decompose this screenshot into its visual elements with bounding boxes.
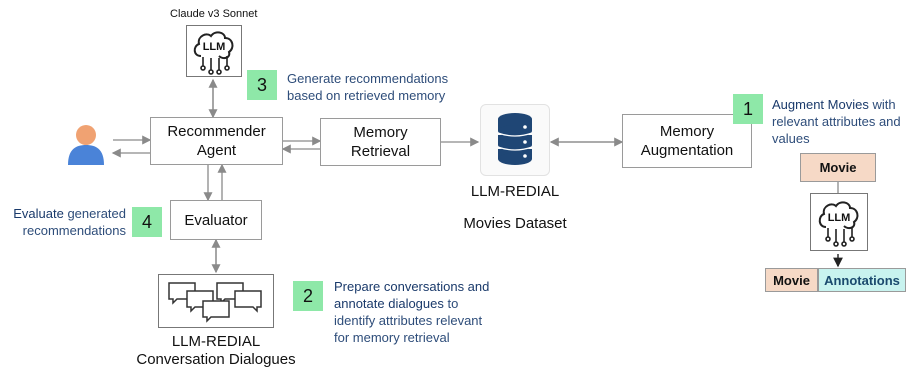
step-2-line2: annotate dialogues to	[334, 295, 489, 312]
step-1-highlight: Augment Movies	[772, 97, 869, 112]
step-2-highlight: Prepare conversations and	[334, 279, 490, 294]
step-1-badge: 1	[733, 94, 763, 124]
memory-augmentation-line1: Memory	[659, 123, 715, 140]
database-icon	[480, 104, 550, 176]
svg-text:LLM: LLM	[828, 212, 851, 224]
step-2-line4: for memory retrieval	[334, 330, 450, 345]
memory-retrieval-box[interactable]: Memory Retrieval	[320, 118, 441, 166]
output-movie-tag: Movie	[765, 268, 818, 292]
step-2-line2-highlight: annotate dialogues	[334, 296, 444, 311]
step-1-line1: Augment Movies with	[772, 96, 901, 113]
step-1-line3: values	[772, 131, 810, 146]
model-name-label: Claude v3 Sonnet	[170, 8, 258, 20]
llm-brain-icon: LLM	[186, 25, 242, 77]
movie-input-tag: Movie	[800, 153, 876, 182]
dataset-subtitle: Movies Dataset	[463, 215, 567, 232]
memory-retrieval-line1: Memory	[353, 124, 408, 141]
evaluator-label: Evaluator	[184, 211, 248, 229]
memory-retrieval-line2: Retrieval	[350, 143, 411, 160]
memory-augmentation-box[interactable]: Memory Augmentation	[622, 114, 752, 168]
step-2-line1: Prepare conversations and	[334, 278, 489, 295]
step-1-rest: with	[868, 97, 896, 112]
output-annotations-tag: Annotations	[818, 268, 906, 292]
step-1-note: Augment Movies with relevant attributes …	[772, 96, 901, 147]
dialogues-subtitle: Conversation Dialogues	[136, 351, 296, 368]
step-3-badge: 3	[247, 70, 277, 100]
step-2-badge: 2	[293, 281, 323, 311]
step-2-line2-rest: to	[443, 296, 459, 311]
step-2-note: Prepare conversations and annotate dialo…	[334, 278, 489, 346]
recommender-agent-box[interactable]: Recommender Agent	[150, 117, 283, 165]
step-4-line2: recommendations	[22, 223, 126, 238]
step-4-badge: 4	[132, 207, 162, 237]
step-4-note: Evaluate generated recommendations	[8, 205, 126, 239]
memory-augmentation-line2: Augmentation	[640, 142, 734, 159]
dialogues-name: LLM-REDIAL	[171, 333, 261, 350]
step-4-line1: Evaluate generated	[8, 205, 126, 222]
evaluator-box[interactable]: Evaluator	[170, 200, 262, 240]
conversation-dialogues-icon	[158, 274, 274, 328]
dataset-name: LLM-REDIAL	[470, 183, 560, 200]
step-2-line3: identify attributes relevant	[334, 313, 483, 328]
recommender-line1: Recommender	[167, 123, 266, 140]
svg-text:LLM: LLM	[203, 41, 226, 53]
user-icon	[66, 123, 106, 165]
step-3-line2: based on retrieved memory	[287, 88, 446, 103]
step-4-highlight: Evaluate	[13, 206, 64, 221]
step-3-note: Generate recommendations based on retrie…	[287, 70, 448, 104]
step-1-line2: relevant attributes and	[772, 114, 901, 129]
augment-llm-brain-icon: LLM	[810, 193, 868, 251]
recommender-line2: Agent	[196, 142, 237, 159]
step-3-line1: Generate recommendations	[287, 71, 449, 86]
step-4-rest: generated	[63, 206, 126, 221]
